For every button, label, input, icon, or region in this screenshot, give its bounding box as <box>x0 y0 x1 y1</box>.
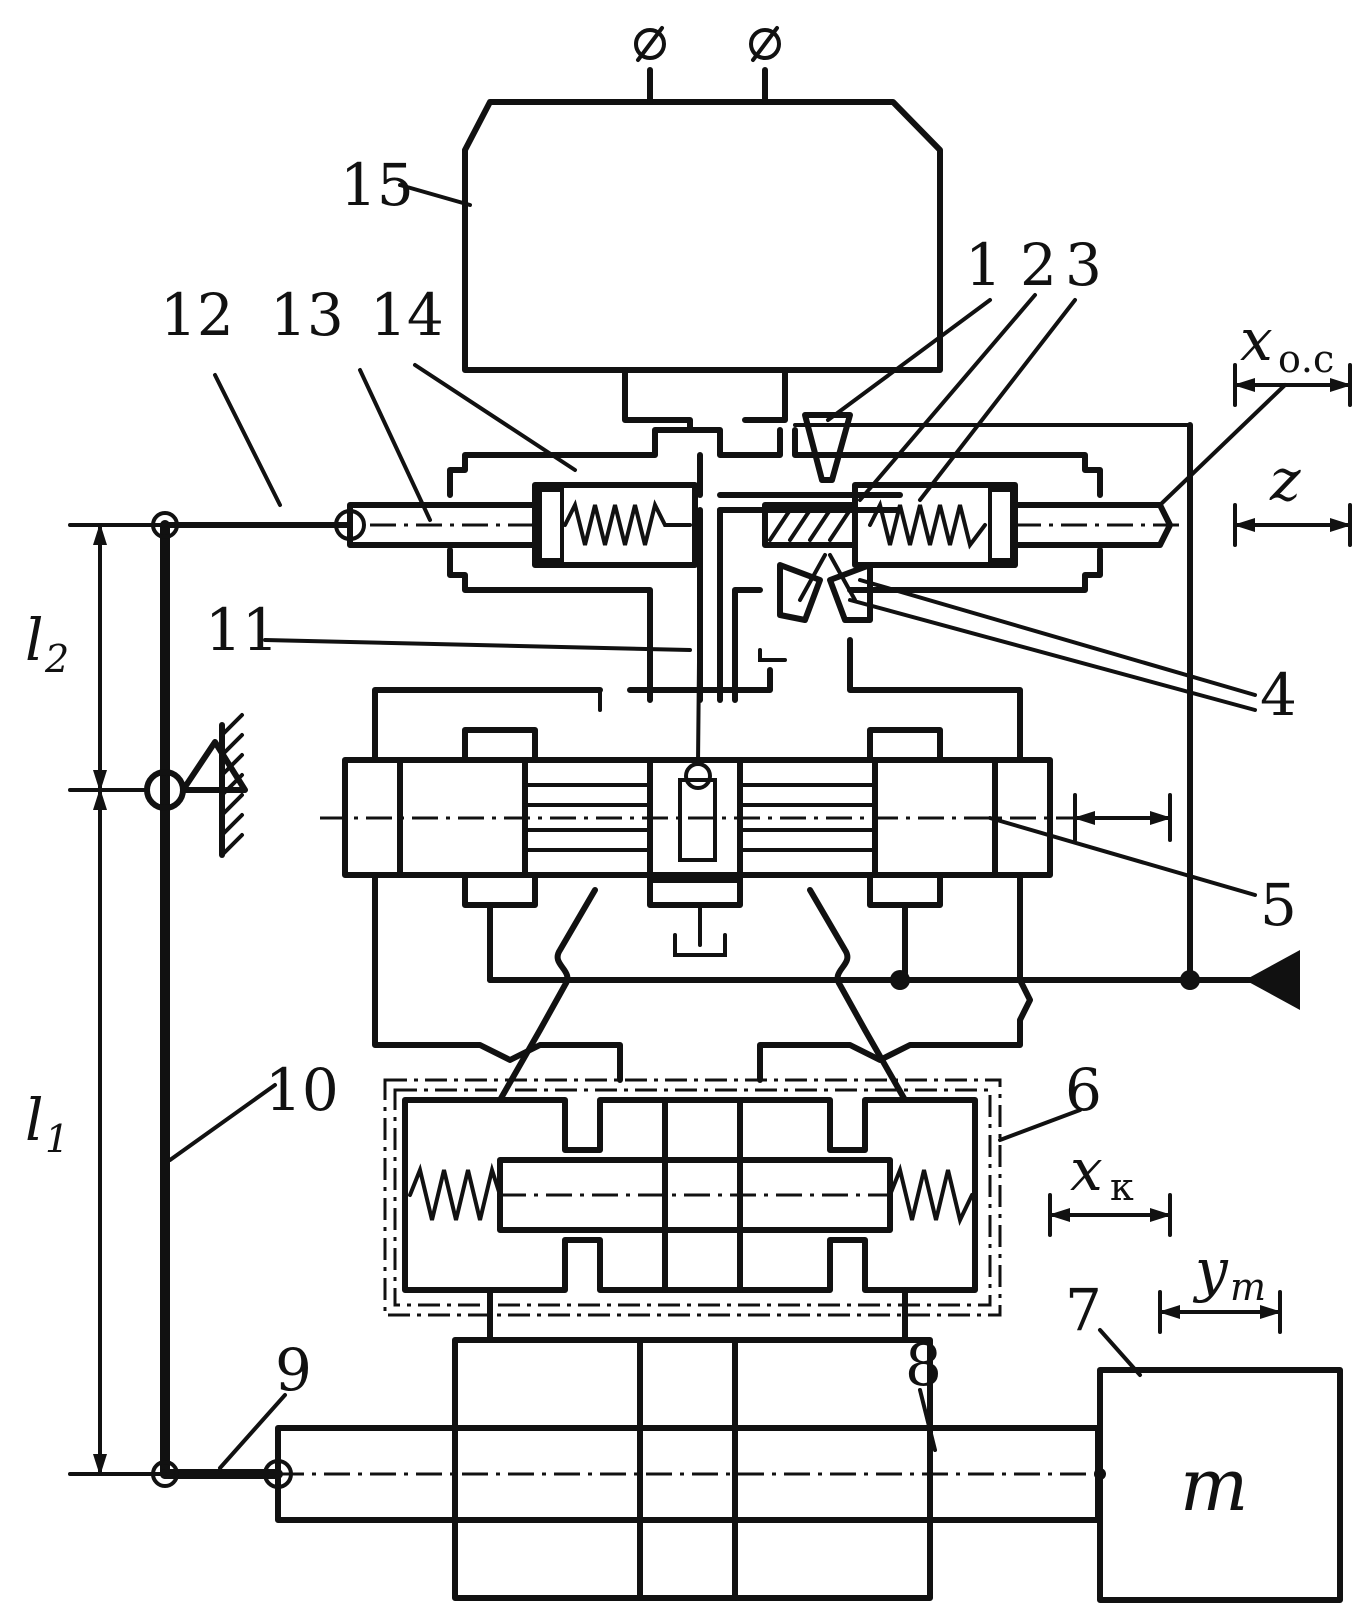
l1-subscript: 1 <box>45 1117 69 1161</box>
leader-lines <box>168 183 1287 1470</box>
label-2: 2 <box>1020 231 1057 299</box>
spring-3 <box>868 499 987 550</box>
ball-joint <box>684 762 712 790</box>
label-12: 12 <box>160 281 234 349</box>
actuator-6 <box>383 1078 1172 1343</box>
l1-symbol: l <box>25 1086 44 1154</box>
label-5: 5 <box>1260 871 1297 939</box>
label-15: 15 <box>340 151 414 219</box>
spring-6-right <box>888 1163 974 1226</box>
terminal-right <box>749 28 781 60</box>
label-6: 6 <box>1065 1056 1102 1124</box>
label-7: 7 <box>1065 1276 1102 1344</box>
top-right-dims <box>1233 363 1352 547</box>
y-m-symbol: y <box>1192 1236 1229 1304</box>
x-k-subscript: к <box>1110 1165 1134 1209</box>
label-3: 3 <box>1065 231 1102 299</box>
torque-motor <box>462 26 943 433</box>
symbol-labels: x о.с z x к y m m l 2 l 1 <box>25 306 1334 1527</box>
label-11: 11 <box>205 596 279 664</box>
x-os-symbol: x <box>1240 306 1273 374</box>
label-10: 10 <box>265 1056 339 1124</box>
label-8: 8 <box>905 1331 942 1399</box>
element-2 <box>762 502 858 548</box>
l2-subscript: 2 <box>44 637 69 681</box>
spring-6-left <box>408 1162 502 1221</box>
label-1: 1 <box>965 231 1002 299</box>
supply-line <box>487 422 1300 1010</box>
spool-valve-5 <box>320 558 1172 957</box>
load-mass-7 <box>1097 1290 1343 1603</box>
spring-14 <box>563 499 692 546</box>
callout-labels: 15 12 13 14 1 2 3 11 4 5 10 6 7 8 9 <box>160 151 1297 1404</box>
x-k-symbol: x <box>1070 1136 1103 1204</box>
receiver-nozzles <box>777 562 823 623</box>
label-9: 9 <box>275 1336 312 1404</box>
label-14: 14 <box>370 281 444 349</box>
l2-symbol: l <box>25 606 44 674</box>
terminal-left <box>634 28 666 60</box>
feedback-lever <box>68 511 353 1488</box>
z-symbol: z <box>1269 446 1301 514</box>
label-4: 4 <box>1260 661 1297 729</box>
x-os-subscript: о.с <box>1278 337 1334 381</box>
mass-symbol: m <box>1180 1443 1248 1527</box>
power-cylinder-8 <box>263 1337 1106 1601</box>
label-13: 13 <box>270 281 344 349</box>
supply-arrow <box>1245 950 1300 1010</box>
connecting-lines <box>372 872 1033 1103</box>
y-m-subscript: m <box>1230 1265 1266 1309</box>
